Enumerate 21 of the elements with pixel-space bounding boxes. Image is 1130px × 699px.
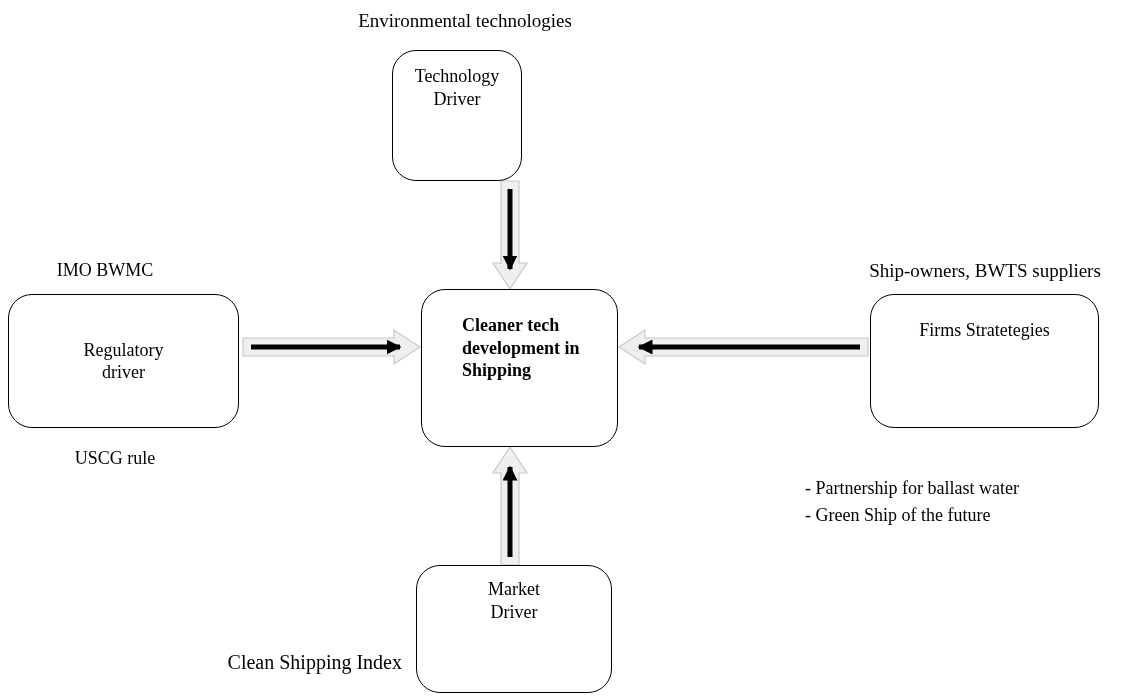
annotation: - Partnership for ballast water [805, 478, 1019, 500]
annotation: Ship-owners, BWTS suppliers [869, 260, 1101, 283]
rounded-box [8, 294, 239, 428]
rounded-box [421, 289, 618, 447]
rounded-box [870, 294, 1099, 428]
node-text: Firms Stratetegies [919, 319, 1050, 342]
block-arrow [617, 328, 869, 366]
block-arrow [242, 328, 422, 366]
node-text: Market Driver [487, 578, 541, 623]
rounded-box [416, 565, 612, 693]
node-text: Technology Driver [413, 65, 501, 110]
annotation: - Green Ship of the future [805, 505, 991, 527]
block-arrow [491, 180, 529, 291]
annotation: Clean Shipping Index [227, 650, 402, 674]
node-text: Regulatory driver [82, 338, 165, 384]
annotation: Environmental technologies [358, 10, 572, 33]
block-arrow [491, 445, 529, 566]
node-text: Cleaner tech development in Shipping [462, 314, 581, 382]
annotation: IMO BWMC [56, 260, 154, 282]
rounded-box [392, 50, 522, 181]
annotation: USCG rule [74, 448, 156, 470]
